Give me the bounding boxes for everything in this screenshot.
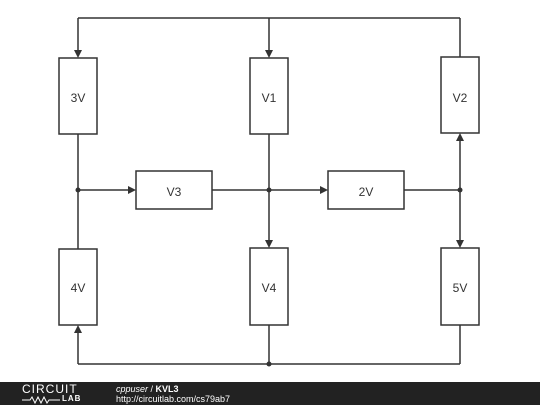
component-box-bottom-left bbox=[58, 248, 98, 326]
arrow-down-icon bbox=[74, 50, 82, 58]
resistor-squiggle-icon bbox=[22, 396, 60, 404]
component-box-top-left bbox=[58, 57, 98, 135]
footer-username[interactable]: cppuser bbox=[116, 384, 149, 394]
circuit-svg: 3V V1 V2 V3 2V 4V V4 5V bbox=[58, 17, 480, 367]
component-label-middle-right: 2V bbox=[359, 185, 374, 199]
circuitlab-logo: CIRCUIT LAB bbox=[22, 383, 94, 404]
footer-url[interactable]: http://circuitlab.com/cs79ab7 bbox=[116, 394, 231, 404]
junction-dot bbox=[266, 187, 272, 193]
component-labels: 3V V1 V2 V3 2V 4V V4 5V bbox=[71, 91, 468, 295]
junction-dot bbox=[75, 187, 81, 193]
arrow-right-icon bbox=[320, 186, 328, 194]
component-boxes bbox=[58, 56, 480, 326]
arrow-down-icon bbox=[265, 50, 273, 58]
footer-separator: / bbox=[148, 384, 156, 394]
arrow-right-icon bbox=[128, 186, 136, 194]
component-box-top-right bbox=[440, 56, 480, 134]
footer-title-line: cppuser / KVL3 bbox=[116, 384, 230, 394]
component-label-top-left: 3V bbox=[71, 91, 86, 105]
component-label-top-middle: V1 bbox=[262, 91, 277, 105]
arrow-up-icon bbox=[456, 133, 464, 141]
arrowheads bbox=[74, 50, 464, 333]
junction-dot bbox=[266, 361, 272, 367]
junction-dot bbox=[457, 187, 463, 193]
component-box-middle-left bbox=[135, 170, 213, 210]
component-box-middle-right bbox=[327, 170, 405, 210]
logo-text-bottom: LAB bbox=[62, 394, 82, 403]
component-box-bottom-right bbox=[440, 247, 480, 326]
component-box-top-middle bbox=[249, 57, 289, 135]
component-label-bottom-middle: V4 bbox=[262, 281, 277, 295]
junctions bbox=[75, 187, 463, 367]
circuit-diagram: 3V V1 V2 V3 2V 4V V4 5V bbox=[58, 17, 480, 367]
arrow-up-icon bbox=[74, 325, 82, 333]
component-label-top-right: V2 bbox=[453, 91, 468, 105]
footer-circuit-title[interactable]: KVL3 bbox=[155, 384, 179, 394]
logo-text-top: CIRCUIT bbox=[22, 382, 78, 396]
component-box-bottom-middle bbox=[249, 247, 289, 326]
arrow-down-icon bbox=[265, 240, 273, 248]
arrow-down-icon bbox=[456, 240, 464, 248]
component-label-bottom-right: 5V bbox=[453, 281, 468, 295]
component-label-middle-left: V3 bbox=[167, 185, 182, 199]
footer-info: cppuser / KVL3 http://circuitlab.com/cs7… bbox=[116, 384, 230, 404]
component-label-bottom-left: 4V bbox=[71, 281, 86, 295]
footer-bar: CIRCUIT LAB cppuser / KVL3 http://circui… bbox=[0, 382, 540, 405]
